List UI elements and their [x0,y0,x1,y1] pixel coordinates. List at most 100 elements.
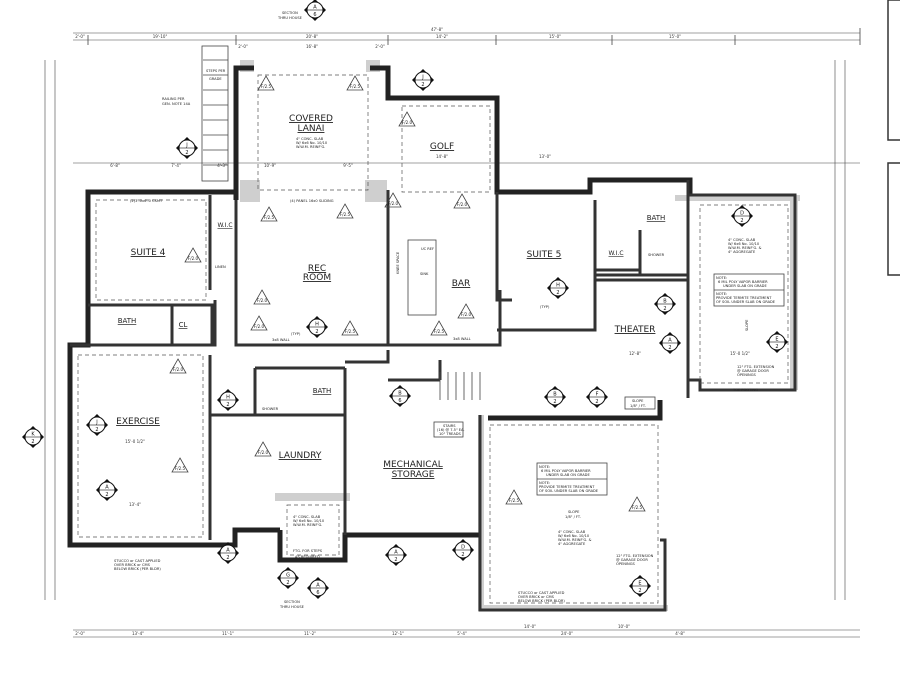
note: SINK [420,272,429,276]
svg-text:F/2.0: F/2.0 [461,312,471,317]
wall-tag: F/2.0 [453,193,471,209]
room-laundry: LAUNDRY [279,451,322,461]
marker-sheet: 2 [421,82,424,88]
note: SLOPE [632,399,644,403]
wall-tag: F/2.0 [457,303,475,319]
svg-text:F/2.5: F/2.5 [261,84,271,89]
section-marker: B2 [544,386,566,408]
wall-tag: F/2.0 [169,358,187,374]
wall-tag: F/2.5 [260,206,278,222]
dim: 15'-0" [549,34,561,39]
marker-detail: K [31,432,35,438]
marker-detail: E [775,337,778,343]
svg-text:F/2.0: F/2.0 [402,120,412,125]
dim: 13'-4" [132,631,144,636]
note: W.W.M. REINF'G. [293,523,322,527]
room-covered-lanai-2: LANAI [298,124,325,134]
marker-sheet: 2 [31,439,34,445]
dim: 11'-1" [222,631,234,636]
marker-detail: A [316,583,320,589]
dim: 10'-0" [618,624,630,629]
dim: 10'-9" [264,163,276,168]
section-marker: E2 [766,331,788,353]
note: FTG. FOR STEPS [293,549,323,553]
dim: 13'-4" [129,502,141,507]
note: RAILING PER [162,97,185,101]
note: W/ 6x6 No. 10/10 [296,141,328,145]
dim: 16'-8" [306,44,318,49]
note: OPENINGS [737,373,756,377]
note: 6 MIL POLY VAPOR BARRIER [541,469,591,473]
wall-tag: F/2.5 [430,320,448,336]
note: UC REF [421,247,434,251]
note: STUCCO or CAST APPLIED [114,559,161,563]
wall-tag: F/2.0 [184,247,202,263]
dim: 13'-0" [539,154,551,159]
title-block-edge [887,0,900,276]
wall-tag: F/2.5 [341,320,359,336]
svg-text:F/2.0: F/2.0 [388,201,398,206]
marker-detail: J [95,420,97,426]
marker-detail: D [740,211,744,217]
wall-tag: F/2.5 [336,203,354,219]
note: PROVIDE TERMITE TREATMENT [539,485,595,489]
svg-text:F/2.5: F/2.5 [350,84,360,89]
marker-sheet: 2 [663,306,666,312]
linen-label: LINEN [215,265,226,269]
svg-text:F/2.5: F/2.5 [175,466,185,471]
section-marker: F2 [586,386,608,408]
note: OVER BRICK or CMS [518,595,555,599]
dim: 20'-8" [306,34,318,39]
section-marker: A2 [659,332,681,354]
note: NOTE: [716,292,727,296]
plan-notes: SECTION THRU HOUSE SECTION THRU HOUSE ST… [114,11,785,609]
dim: 15'-0 1/2" [730,351,750,356]
note: 3x8 WALL [453,337,471,341]
note: NOTE: [539,465,550,469]
wall-tag: F/2.0 [253,289,271,305]
marker-sheet: 2 [95,427,98,433]
svg-text:F/2.0: F/2.0 [257,298,267,303]
note: GRADE [209,77,222,81]
note: @ GARAGE DOOR [616,558,648,562]
dim: 14'-8" [436,154,448,159]
overall-dimension: 47'-8" [431,27,443,32]
svg-text:F/2.0: F/2.0 [254,324,264,329]
marker-sheet: 2 [638,588,641,594]
wall-tags: F/2.5 F/2.5 F/2.0 F/2.5 F/2.5 F/2.0 F/2.… [169,75,646,512]
note: SLOPE [745,319,749,331]
marker-detail: H [315,322,319,328]
marker-detail: A [668,338,672,344]
note: 4" CONC. SLAB [296,137,324,141]
marker-sheet: 2 [185,150,188,156]
svg-text:F/2.5: F/2.5 [632,505,642,510]
shower-label-suite5: SHOWER [648,253,665,257]
section-marker: J2 [176,137,198,159]
room-rec-room-2: ROOM [303,273,331,283]
room-bath-suite-5: BATH [647,214,666,222]
note: 4" CONC. SLAB [728,238,756,242]
note: 12" FTG. EXTENSION [737,365,775,369]
marker-sheet: 2 [226,402,229,408]
note: W.W.M. REINF'G. [296,145,325,149]
marker-detail: J [421,75,423,81]
section-marker: D2 [731,205,753,227]
note: AS REQUIRED [295,555,320,559]
marker-sheet: 2 [105,492,108,498]
dim: 2'-0" [238,44,248,49]
section-marker: K2 [22,426,44,448]
marker-detail: D [461,545,465,551]
dim: 2'-0" [375,44,385,49]
dim: 19'-10" [153,34,168,39]
note: W.W.M. REINF'G. & [728,246,762,250]
marker-sheet: 6 [316,590,319,596]
room-theater: THEATER [614,325,656,335]
note: 4" CONC. SLAB [293,515,321,519]
marker-detail: B [663,299,667,305]
dim: 12'-1" [392,631,404,636]
marker-sheet: 2 [461,552,464,558]
note: (TYP) [540,305,550,309]
svg-text:F/2.5: F/2.5 [509,498,519,503]
note: SECTION [284,600,300,604]
note: 10" TREADS [439,432,462,436]
